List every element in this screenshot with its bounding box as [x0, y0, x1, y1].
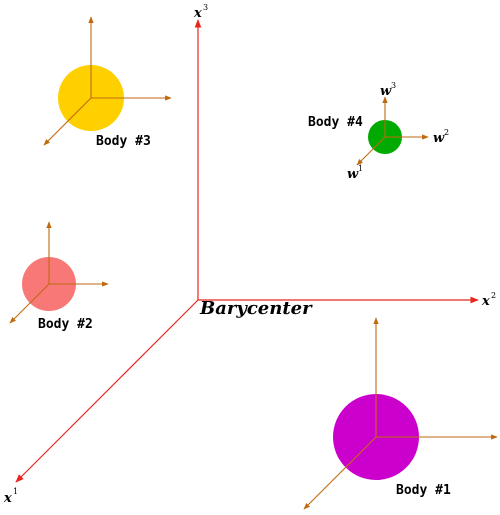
body-3-axis-diag	[43, 97, 92, 146]
svg-text:2: 2	[444, 128, 449, 137]
axis-label-x1: x 1	[3, 487, 18, 506]
axis-x1	[15, 299, 199, 483]
local-axis-label-w3: w 3	[380, 81, 396, 99]
svg-text:3: 3	[391, 81, 396, 90]
body-3: Body #3	[43, 16, 172, 149]
svg-text:w: w	[347, 167, 359, 182]
svg-text:3: 3	[203, 3, 208, 12]
barycenter-label: Barycenter	[199, 298, 313, 319]
svg-text:w: w	[433, 131, 445, 146]
body-4-axis-w1	[356, 136, 386, 166]
svg-text:x: x	[481, 294, 490, 309]
svg-text:1: 1	[13, 487, 18, 496]
body-4: Body #4 w 3 w 2 w 1	[308, 81, 449, 182]
local-axis-label-w2: w 2	[433, 128, 449, 146]
axis-label-x3: x 3	[193, 3, 208, 21]
body-2-label: Body #2	[38, 317, 93, 332]
svg-text:x: x	[3, 491, 12, 506]
svg-text:2: 2	[491, 291, 496, 300]
local-axis-label-w1: w 1	[347, 164, 363, 182]
body-3-label: Body #3	[96, 134, 151, 149]
body-2-axis-diag	[9, 283, 50, 324]
body-4-label: Body #4	[308, 115, 363, 130]
body-2: Body #2	[9, 221, 109, 332]
axis-label-x2: x 2	[481, 291, 496, 309]
body-1: Body #1	[303, 317, 498, 510]
main-axes	[15, 19, 479, 483]
body-1-axis-diag	[303, 436, 377, 510]
svg-text:x: x	[193, 6, 202, 21]
body-1-label: Body #1	[396, 483, 451, 498]
svg-text:1: 1	[358, 164, 363, 173]
svg-text:w: w	[380, 84, 392, 99]
